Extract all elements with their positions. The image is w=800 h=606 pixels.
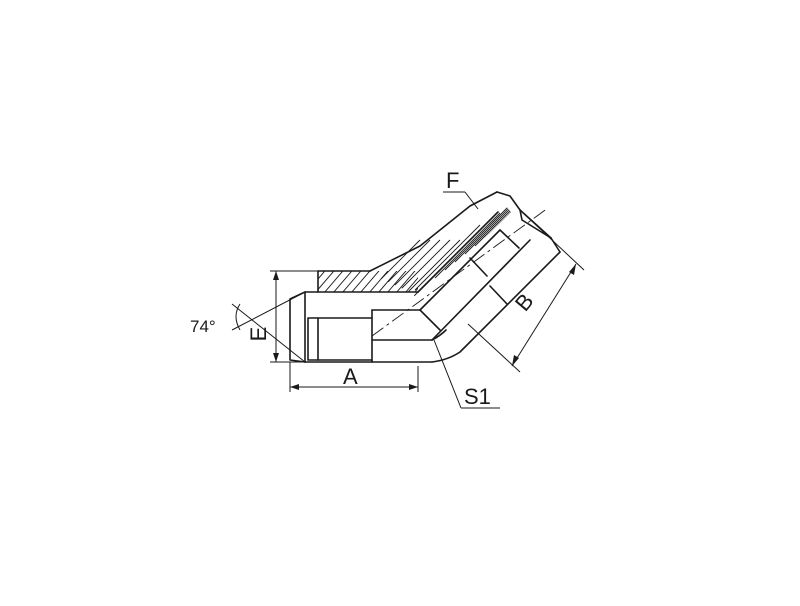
dimension-e <box>270 270 318 363</box>
dim-b-label: B <box>510 289 539 316</box>
relief-groove <box>307 317 319 361</box>
left-thread-hatch <box>318 271 418 292</box>
angle-label: 74° <box>190 317 216 336</box>
dim-a-label: A <box>343 364 358 389</box>
angled-leg <box>362 191 561 363</box>
dimension-b <box>467 209 585 373</box>
dim-f-label: F <box>446 168 459 193</box>
dimension-a <box>289 362 419 392</box>
angled-centerline <box>371 207 549 337</box>
dim-e-label: E <box>246 327 271 342</box>
dim-s1-label: S1 <box>464 384 491 409</box>
angle-marker <box>231 291 306 363</box>
straight-leg <box>289 270 433 363</box>
dimension-s1 <box>433 339 500 409</box>
dimension-f <box>443 191 479 210</box>
